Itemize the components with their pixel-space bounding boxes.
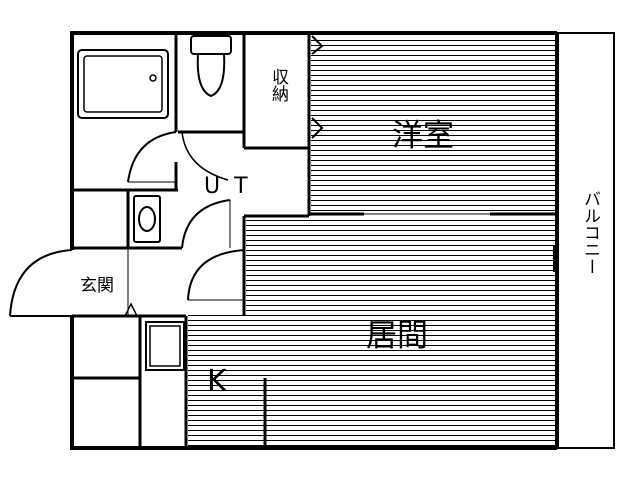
kitchen-floor xyxy=(188,314,246,446)
kitchen-counter xyxy=(145,321,185,371)
entrance-label: 玄関 xyxy=(80,276,114,296)
interior-walls xyxy=(72,33,557,448)
bathtub xyxy=(77,49,169,119)
kitchen-label: K xyxy=(207,364,227,399)
wash-basin xyxy=(133,195,161,243)
outer-walls xyxy=(70,31,559,450)
door-swings xyxy=(9,131,245,317)
closet-doors xyxy=(311,35,324,139)
living-room-floor xyxy=(246,216,556,446)
pillar xyxy=(553,246,559,272)
balcony-label: バルコニー xyxy=(580,190,600,275)
western-room-label: 洋室 xyxy=(392,118,454,154)
balcony xyxy=(556,32,615,449)
storage-label: 収納 xyxy=(268,68,288,102)
western-room-floor xyxy=(311,36,556,214)
living-room-label: 居間 xyxy=(366,318,428,354)
unit-bath-label: UT xyxy=(204,174,262,199)
toilet xyxy=(190,35,232,98)
